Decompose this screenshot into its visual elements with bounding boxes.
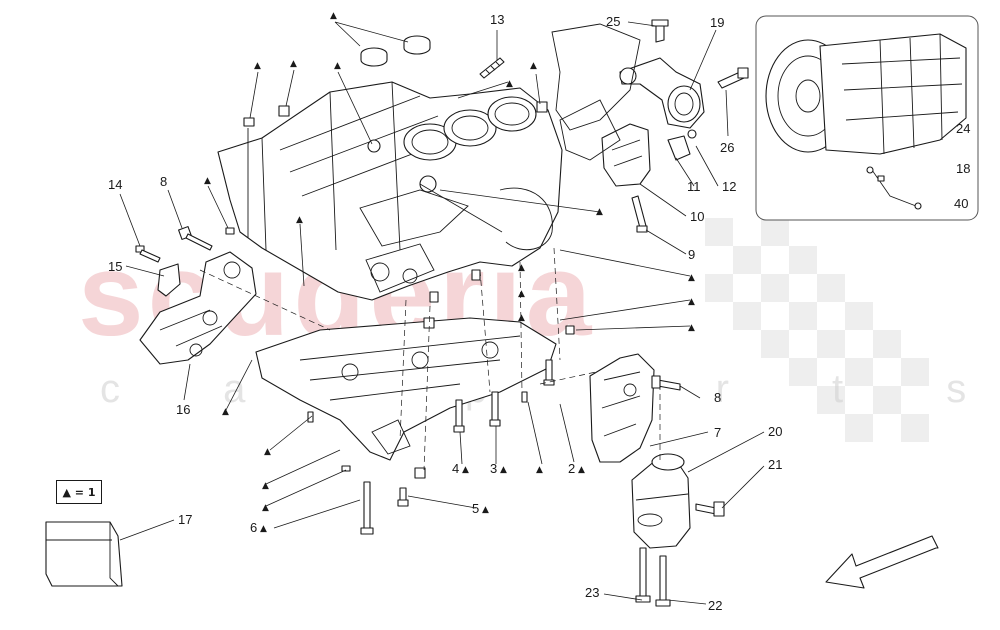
direction-arrow-icon [825, 535, 939, 589]
callout-12: 12 [722, 179, 736, 194]
triangle-marker: ▲ [290, 59, 297, 69]
engine-mount-20 [631, 453, 725, 607]
bolt-8-left [178, 226, 213, 251]
engine-bracket-left [139, 251, 257, 365]
callout-24: 24 [956, 121, 970, 136]
callout-25: 25 [606, 14, 620, 29]
small-plugs [225, 101, 575, 479]
mount-bracket-7 [589, 353, 681, 463]
callout-19: 19 [710, 15, 724, 30]
triangle-markers: ▲ ▲ ▲ ▲ ▲ ▲ ▲ ▲ ▲ ▲ ▲ ▲ ▲ ▲ ▲ ▲ ▲ ▲ ▲ ▲ [204, 11, 695, 513]
checker-watermark [705, 218, 929, 442]
callout-21: 21 [768, 457, 782, 472]
callout-11: 11 [687, 179, 701, 194]
callout-9: 9 [688, 247, 695, 262]
triangle-marker: ▲ [482, 505, 489, 515]
triangle-marker: ▲ [518, 263, 525, 273]
callout-8-right: 8 [714, 390, 721, 405]
triangle-marker: ▲ [688, 273, 695, 283]
triangle-marker: ▲ [536, 465, 543, 475]
callout-5: 5 [472, 501, 479, 516]
triangle-marker: ▲ [506, 79, 513, 89]
triangle-marker: ▲ [688, 297, 695, 307]
triangle-marker: ▲ [296, 215, 303, 225]
triangle-marker: ▲ [530, 61, 537, 71]
engine-side-ghost [551, 23, 641, 161]
callout-26: 26 [720, 140, 734, 155]
callout-15: 15 [108, 259, 122, 274]
triangle-marker: ▲ [264, 447, 271, 457]
callout-17: 17 [178, 512, 192, 527]
crankcase-bolts [360, 359, 555, 535]
triangle-marker: ▲ [254, 61, 261, 71]
triangle-marker: ▲ [518, 289, 525, 299]
engine-block [217, 81, 563, 301]
manual-booklet-icon [45, 521, 123, 587]
callout-23: 23 [585, 585, 599, 600]
triangle-marker: ▲ [578, 465, 585, 475]
cup-plugs [360, 35, 431, 67]
triangle-marker: ▲ [688, 323, 695, 333]
callout-8-left: 8 [160, 174, 167, 189]
triangle-marker: ▲ [204, 176, 211, 186]
callout-14: 14 [108, 177, 122, 192]
triangle-marker: ▲ [596, 207, 603, 217]
triangle-marker: ▲ [262, 481, 269, 491]
callout-6: 6 [250, 520, 257, 535]
callout-2: 2 [568, 461, 575, 476]
callout-3: 3 [490, 461, 497, 476]
triangle-marker: ▲ [462, 465, 469, 475]
callout-22: 22 [708, 598, 722, 613]
dashed-construction-lines [199, 247, 661, 471]
callout-18: 18 [956, 161, 970, 176]
leader-lines [119, 21, 961, 605]
callout-20: 20 [768, 424, 782, 439]
callout-4: 4 [452, 461, 459, 476]
callout-40: 40 [954, 196, 968, 211]
callout-7: 7 [714, 425, 721, 440]
callout-labels: 13 25 19 26 24 18 40 11 12 10 9 14 8 15 … [108, 12, 970, 613]
callout-13: 13 [490, 12, 504, 27]
torque-rod-assembly [601, 19, 749, 233]
triangle-marker: ▲ [518, 313, 525, 323]
triangle-marker: ▲ [334, 61, 341, 71]
transmission-inset [755, 15, 979, 221]
callout-16: 16 [176, 402, 190, 417]
triangle-marker: ▲ [330, 11, 337, 21]
triangle-marker: ▲ [500, 465, 507, 475]
legend-triangle-equals-one: ▲ = 1 [56, 480, 102, 504]
triangle-marker: ▲ [222, 407, 229, 417]
triangle-marker: ▲ [260, 524, 267, 534]
triangle-marker: ▲ [262, 503, 269, 513]
stud-13 [479, 57, 505, 79]
callout-10: 10 [690, 209, 704, 224]
crankcase-bedplate [255, 317, 557, 461]
